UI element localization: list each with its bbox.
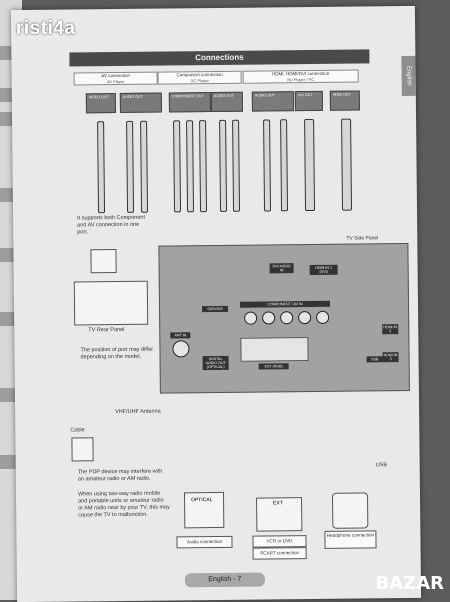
port-hdmi2-label: HDMI IN 2: [382, 324, 399, 335]
device-audio-out: AUDIO OUT: [119, 92, 162, 113]
dvi-audio-cable: [263, 119, 272, 212]
device-audio-out-3: AUDIO OUT: [251, 91, 294, 112]
component-audio-cable: [219, 119, 228, 212]
section-component-sub: DC Player: [190, 78, 209, 84]
audio-connection-caption: Audio connection: [176, 535, 233, 549]
cable-wall-icon: [71, 437, 94, 462]
port-usb-label: USB: [366, 356, 383, 363]
dvi-cable: [304, 118, 316, 212]
tv-rear-label: TV Rear Panel: [88, 326, 125, 334]
device-component-out: COMPONENT OUT: [168, 92, 211, 113]
hdmi-cable: [341, 118, 353, 211]
note-panel-position: The position of port may differ dependin…: [80, 346, 154, 361]
section-av-sub: AV Player: [106, 78, 125, 85]
audio-cable-right: [140, 120, 149, 213]
component-cable-y: [173, 120, 182, 213]
port-audio-l: [298, 311, 312, 325]
component-cable-pb: [186, 120, 195, 213]
headphone-connection-caption: Headphone connection: [324, 530, 377, 549]
audio-cable-left: [126, 120, 135, 213]
power-plug-icon: [90, 249, 117, 274]
section-av-title: AV connection: [101, 72, 130, 79]
scart-device: EXT: [256, 497, 303, 532]
port-optical-label: DIGITAL AUDIO OUT (OPTICAL): [202, 355, 229, 371]
usb-stick-label: USB: [375, 462, 388, 469]
section-component: Component connection DC Player: [157, 70, 242, 85]
section-component-title: Component connection: [176, 71, 223, 78]
port-component-y: [244, 311, 258, 325]
brand-watermark: BAZAR: [375, 573, 445, 594]
section-av: AV connection AV Player: [73, 71, 158, 86]
port-component-pb: [262, 311, 276, 325]
optical-device: OPTICAL: [183, 491, 225, 529]
port-scart: [240, 337, 309, 362]
page-number: English - 7: [184, 572, 265, 588]
language-tab: English: [401, 55, 416, 97]
port-ant-in: [172, 340, 190, 358]
port-component-label: COMPONENT / AV IN: [239, 300, 331, 308]
note-component-av: It supports both Component and AV connec…: [77, 214, 145, 236]
section-hdmi: HDMI, HDMI/DVI connection BD Player / PC: [242, 69, 359, 84]
dvd-label: VCR or DVD: [252, 535, 307, 548]
component-audio-cable-2: [232, 119, 241, 212]
device-video-out: VIDEO OUT: [85, 93, 116, 114]
dvi-audio-cable-2: [280, 119, 289, 212]
site-watermark: risti4a: [16, 18, 76, 39]
port-dvi-audio-label: DVI AUDIO IN: [269, 263, 294, 274]
antenna-label: VHF/UHF Antenna: [115, 408, 161, 416]
port-ant-in-label: ANT IN: [170, 332, 191, 339]
note-radio: When using two-way radio mobile and port…: [77, 490, 170, 519]
port-hdmi-label: HDMI IN 1 (DVI): [309, 264, 338, 276]
tv-rear-diagram: [73, 280, 149, 326]
device-hdmi-out: HDMI OUT: [329, 90, 360, 111]
video-cable: [97, 121, 106, 214]
port-service-label: SERVICE: [202, 305, 229, 313]
scart-device-label: EXT: [273, 500, 283, 507]
scart-connection-caption: SCART connection: [252, 547, 307, 560]
tv-connector-panel: DVI AUDIO IN HDMI IN 1 (DVI) SERVICE COM…: [158, 242, 410, 394]
cable-label: Cable: [70, 427, 85, 434]
headphone-icon: [331, 492, 369, 529]
port-audio-r: [316, 310, 330, 324]
device-dvi-out: DVI OUT: [294, 90, 323, 112]
component-cable-pr: [199, 120, 208, 213]
tv-side-label: TV Side Panel: [346, 235, 379, 242]
port-hdmi3-label: HDMI IN 3: [382, 352, 399, 363]
section-hdmi-sub: BD Player / PC: [287, 76, 315, 83]
note-pdp: The PDP device may interfere with an ama…: [77, 468, 163, 483]
port-component-pr: [280, 311, 294, 325]
port-scart-label: EXT (RGB): [258, 363, 289, 370]
manual-page: Connections English AV connection AV Pla…: [10, 5, 422, 602]
device-audio-out-2: AUDIO OUT: [210, 91, 243, 113]
page-title: Connections: [69, 49, 370, 67]
optical-device-label: OPTICAL: [191, 497, 213, 504]
section-hdmi-title: HDMI, HDMI/DVI connection: [271, 70, 330, 77]
